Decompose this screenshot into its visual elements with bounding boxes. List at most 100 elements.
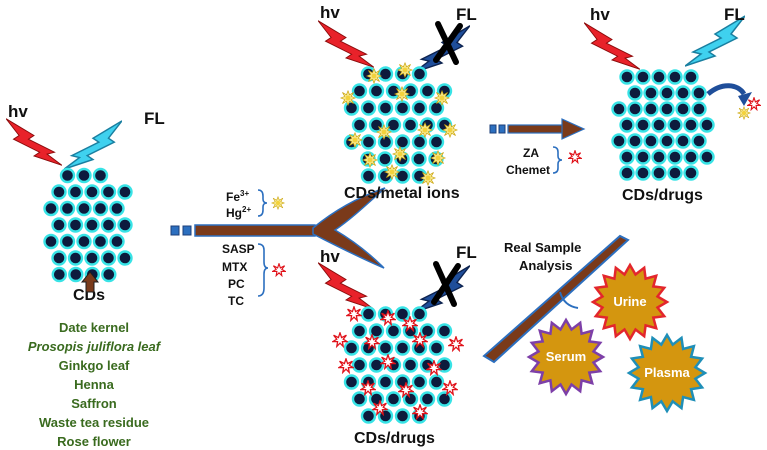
carbon-dot [67, 217, 84, 233]
carbon-dot [699, 117, 715, 133]
real-sample-label: Real Sample [504, 240, 581, 255]
metal-ion-icon [376, 124, 392, 140]
carbon-dot [411, 66, 428, 82]
carbon-dot [117, 184, 133, 200]
carbon-dot [351, 117, 368, 133]
drug-icon [338, 358, 354, 374]
carbon-dot [100, 250, 117, 266]
carbon-dot [675, 85, 691, 101]
carbon-dot [360, 408, 377, 424]
carbon-dot [683, 149, 699, 165]
carbon-dot [683, 69, 699, 85]
carbon-dot [351, 357, 368, 373]
cds-metal-cluster [340, 62, 458, 186]
carbon-dot [667, 165, 683, 181]
carbon-dot [619, 69, 635, 85]
carbon-dot [92, 233, 109, 250]
carbon-dot [411, 374, 428, 390]
carbon-dot [659, 85, 675, 101]
carbon-dot [683, 117, 699, 133]
carbon-dot [101, 266, 117, 283]
urine-label: Urine [613, 294, 646, 309]
carbon-dot [611, 133, 627, 149]
carbon-dot [675, 133, 691, 149]
carbon-dot [84, 184, 100, 200]
analysis-label: Analysis [519, 258, 572, 273]
carbon-dot [360, 100, 377, 116]
carbon-dot [117, 250, 133, 266]
carbon-dot [627, 101, 643, 117]
carbon-dot [360, 168, 377, 184]
carbon-dot [343, 100, 360, 116]
carbon-dot [394, 100, 411, 116]
carbon-dot [651, 117, 667, 133]
carbon-dot [377, 151, 393, 167]
carbon-dot [100, 217, 117, 233]
carbon-dot [385, 117, 402, 133]
drug-icon [568, 150, 582, 164]
carbon-dot [643, 85, 659, 101]
carbon-dot [659, 133, 675, 149]
carbon-dot [43, 233, 59, 250]
carbon-dot [67, 184, 84, 200]
carbon-dot [402, 357, 419, 373]
carbon-dot [76, 167, 92, 184]
drug-icon [448, 336, 464, 352]
carbon-dot [699, 149, 715, 165]
carbon-dot [351, 323, 368, 339]
carbon-dot [377, 134, 394, 150]
metal-ion-icon [271, 196, 285, 210]
metal-ion-icon [434, 90, 450, 106]
carbon-dot [351, 391, 368, 407]
metal-ion-icon [417, 122, 433, 138]
carbon-dot [394, 306, 411, 322]
carbon-dot [691, 85, 707, 101]
carbon-dot [419, 391, 436, 407]
carbon-dot [377, 100, 394, 116]
source-item: Date kernel [59, 320, 129, 335]
carbon-dot [92, 167, 109, 184]
hv-label-metal: hv [320, 3, 340, 22]
hg-label: Hg2+ [226, 205, 251, 220]
carbon-dot [360, 134, 377, 150]
hv-label-right: hv [590, 5, 610, 24]
carbon-dot [436, 391, 453, 407]
carbon-dot [635, 149, 651, 165]
carbon-dot [428, 374, 445, 390]
fl-label-right: FL [724, 5, 745, 24]
drug-icon [346, 306, 362, 322]
source-item: Henna [74, 377, 115, 392]
carbon-dot [59, 200, 76, 217]
carbon-dot [611, 101, 627, 117]
cds-drugs-cluster-top [611, 69, 715, 181]
carbon-dot [411, 134, 428, 150]
release-arrow [706, 83, 761, 120]
plasma-badge [626, 332, 708, 414]
carbon-dot [51, 266, 67, 283]
carbon-dot [667, 69, 683, 85]
source-species: Prosopis juliflora leaf [28, 339, 162, 354]
drug-group-quench: SASP MTX PC TC [222, 242, 286, 308]
carbon-dot [643, 101, 659, 117]
plasma-label: Plasma [644, 365, 690, 380]
carbon-dot [683, 165, 699, 181]
carbon-dot [51, 250, 67, 266]
carbon-dot [394, 408, 411, 424]
metal-ion-icon [420, 170, 436, 186]
carbon-dot [117, 217, 133, 233]
carbon-dot [84, 217, 100, 233]
metal-ion-icon [347, 132, 363, 148]
carbon-dot [619, 149, 635, 165]
drug-label: PC [228, 277, 245, 291]
metal-ion-icon [394, 86, 410, 102]
carbon-dot [385, 391, 402, 407]
serum-label: Serum [546, 349, 586, 364]
carbon-dot [394, 134, 411, 150]
drug-group-recover: ZA Chemet [506, 146, 582, 177]
carbon-dot [691, 101, 707, 117]
lightning-hv-bottom [318, 262, 374, 310]
hv-label-left: hv [8, 102, 28, 121]
fl-label-bottom: FL [456, 243, 477, 262]
carbon-dot [76, 200, 92, 217]
